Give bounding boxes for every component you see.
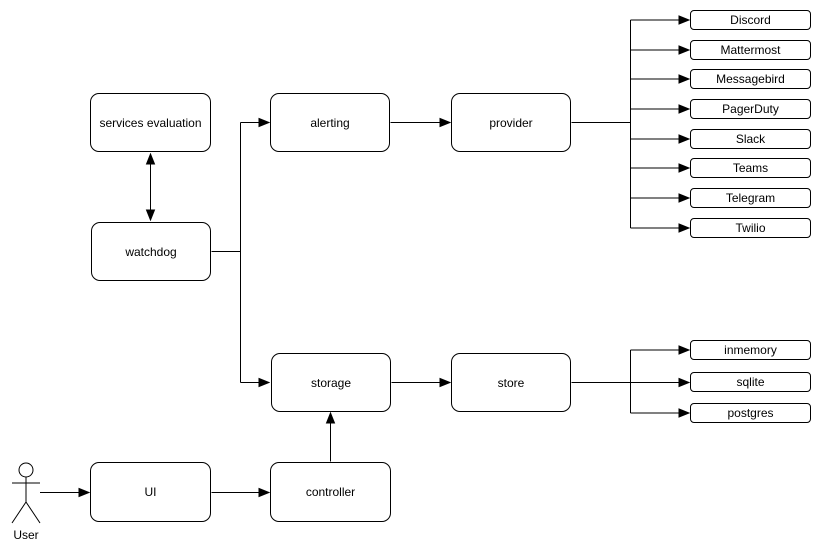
- node-ui: UI: [90, 462, 211, 522]
- node-discord: Discord: [690, 10, 811, 30]
- node-store: store: [451, 353, 571, 412]
- node-messagebird: Messagebird: [690, 69, 811, 89]
- node-mattermost: Mattermost: [690, 40, 811, 60]
- node-controller: controller: [270, 462, 391, 522]
- node-alerting: alerting: [270, 93, 390, 152]
- node-pagerduty: PagerDuty: [690, 99, 811, 119]
- node-telegram: Telegram: [690, 188, 811, 208]
- node-postgres: postgres: [690, 403, 811, 423]
- node-storage: storage: [271, 353, 391, 412]
- user-actor-label: User: [13, 528, 39, 542]
- user-actor-icon: [11, 462, 41, 524]
- node-teams: Teams: [690, 158, 811, 178]
- node-twilio: Twilio: [690, 218, 811, 238]
- node-inmemory: inmemory: [690, 340, 811, 360]
- node-provider: provider: [451, 93, 571, 152]
- node-sqlite: sqlite: [690, 372, 811, 392]
- node-watchdog: watchdog: [91, 222, 211, 281]
- node-slack: Slack: [690, 129, 811, 149]
- node-services-evaluation: services evaluation: [90, 93, 211, 152]
